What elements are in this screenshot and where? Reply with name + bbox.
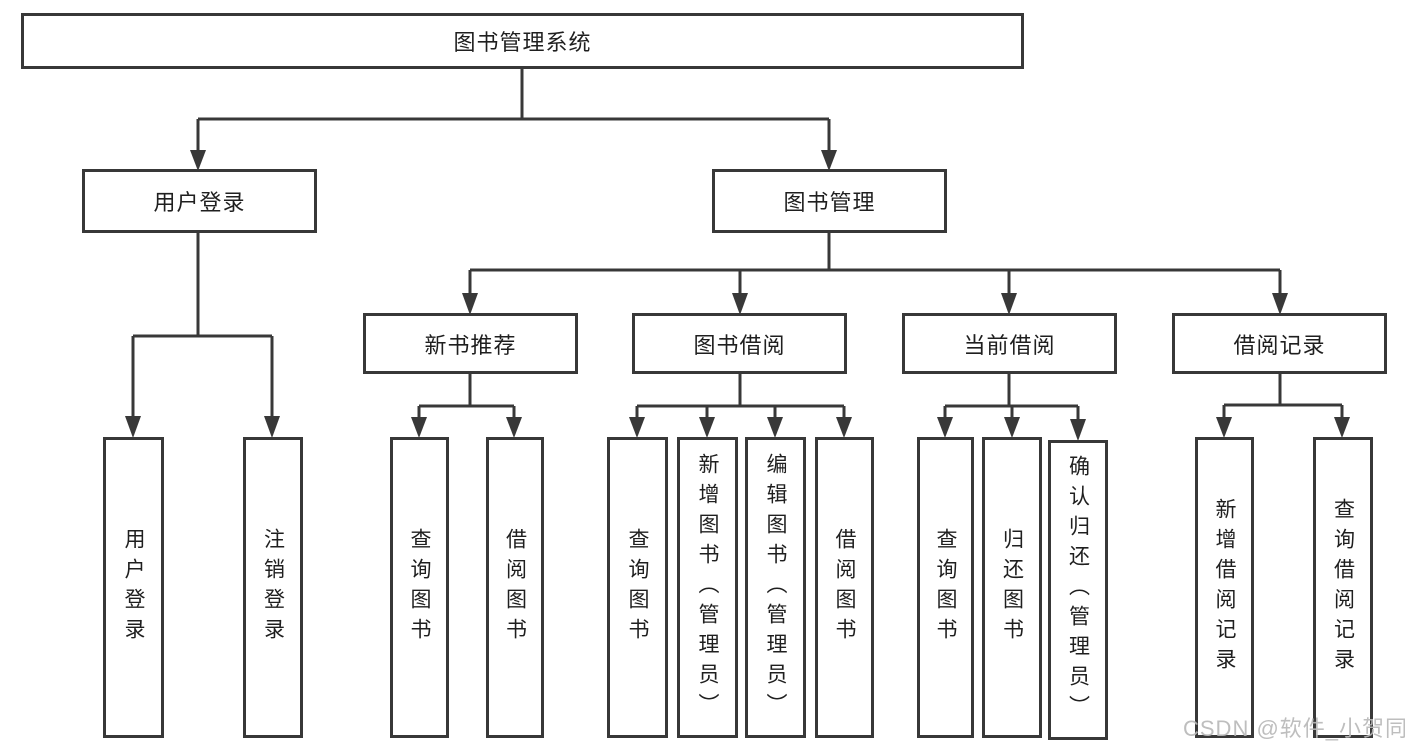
node-new-book-recommend-label: 新书推荐 [424,332,517,358]
leaf-logout-label: 注销登录 [261,527,285,648]
leaf-records-add-record: 新增借阅记录 [1195,437,1254,738]
node-user-login-label: 用户登录 [153,190,246,215]
leaf-borrow-add-book-admin-label: 新增图书（管理员） [696,452,720,723]
node-library-system-label: 图书管理系统 [453,30,592,55]
leaf-borrow-edit-book-admin: 编辑图书（管理员） [745,437,806,738]
leaf-current-confirm-return-admin: 确认归还（管理员） [1048,440,1108,740]
leaf-current-query-books-label: 查询图书 [934,527,958,648]
leaf-current-return-books-label: 归还图书 [1000,527,1024,648]
watermark: CSDN @软件_小贺同学 [1183,716,1405,741]
leaf-borrow-borrow-books: 借阅图书 [815,437,874,738]
leaf-borrow-query-books: 查询图书 [607,437,668,738]
node-book-borrow: 图书借阅 [632,313,847,374]
leaf-recommend-query-books: 查询图书 [390,437,449,738]
node-book-management-label: 图书管理 [783,190,876,215]
leaf-recommend-query-books-label: 查询图书 [408,527,432,648]
leaf-borrow-query-books-label: 查询图书 [626,527,650,648]
node-library-system: 图书管理系统 [21,13,1024,69]
node-current-borrow: 当前借阅 [902,313,1117,374]
leaf-current-return-books: 归还图书 [982,437,1042,738]
leaf-current-query-books: 查询图书 [917,437,974,738]
leaf-borrow-borrow-books-label: 借阅图书 [833,527,857,648]
node-current-borrow-label: 当前借阅 [963,332,1056,358]
node-book-borrow-label: 图书借阅 [693,332,786,358]
node-borrow-records-label: 借阅记录 [1233,332,1326,358]
leaf-borrow-edit-book-admin-label: 编辑图书（管理员） [764,452,788,723]
node-new-book-recommend: 新书推荐 [363,313,578,374]
leaf-records-query-record-label: 查询借阅记录 [1331,497,1355,678]
node-user-login: 用户登录 [82,169,317,233]
node-borrow-records: 借阅记录 [1172,313,1387,374]
leaf-current-confirm-return-admin-label: 确认归还（管理员） [1066,455,1090,725]
leaf-borrow-add-book-admin: 新增图书（管理员） [677,437,738,738]
leaf-user-login: 用户登录 [103,437,164,738]
leaf-recommend-borrow-books-label: 借阅图书 [503,527,527,648]
leaf-user-login-label: 用户登录 [122,527,146,648]
leaf-recommend-borrow-books: 借阅图书 [486,437,544,738]
leaf-records-add-record-label: 新增借阅记录 [1213,497,1237,678]
leaf-records-query-record: 查询借阅记录 [1313,437,1373,738]
node-book-management: 图书管理 [712,169,947,233]
leaf-logout: 注销登录 [243,437,303,738]
